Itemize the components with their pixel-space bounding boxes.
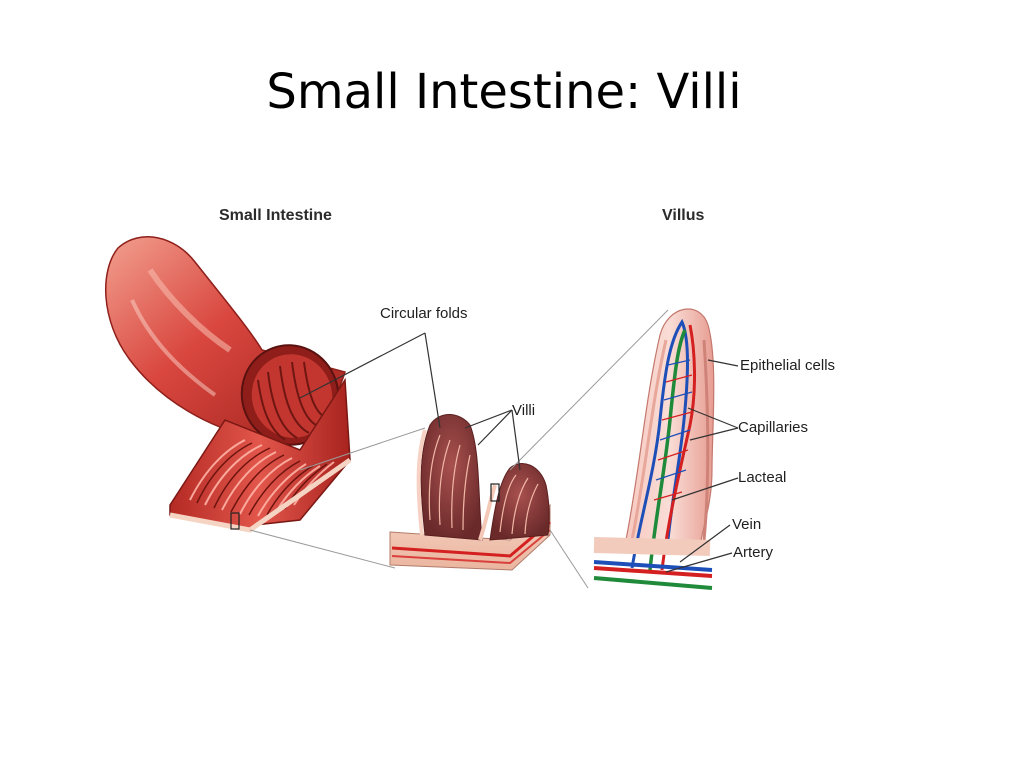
label-capillaries: Capillaries bbox=[738, 419, 808, 436]
villus-illustration bbox=[593, 308, 715, 590]
heading-villus: Villus bbox=[662, 207, 704, 224]
label-vein: Vein bbox=[732, 516, 761, 533]
label-artery: Artery bbox=[733, 544, 774, 561]
slide-title: Small Intestine: Villi bbox=[266, 64, 742, 120]
leader-lines bbox=[299, 332, 739, 573]
small-intestine-illustration bbox=[104, 236, 352, 533]
zoom-lines-1 bbox=[249, 427, 426, 569]
label-lacteal: Lacteal bbox=[738, 469, 786, 486]
label-epithelial-cells: Epithelial cells bbox=[740, 357, 835, 374]
zoom-lines-2 bbox=[509, 309, 669, 589]
heading-small-intestine: Small Intestine bbox=[219, 207, 332, 224]
villi-tissue-illustration bbox=[389, 414, 551, 571]
label-circular-folds: Circular folds bbox=[380, 305, 468, 322]
label-villi: Villi bbox=[512, 402, 535, 419]
